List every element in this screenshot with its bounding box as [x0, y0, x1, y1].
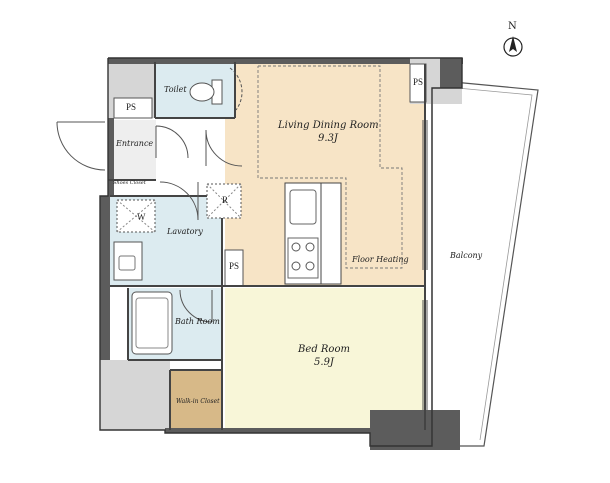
ldk-room-name: Living Dining Room: [278, 120, 379, 131]
bedroom-name: Bed Room: [298, 344, 350, 355]
bedroom-size: 5.9J: [314, 357, 334, 368]
column-bottom-right: [370, 410, 460, 450]
burner-icon: [291, 261, 301, 271]
floor-heating-label: Floor Heating: [352, 255, 409, 264]
wall-bottom-left: [100, 360, 170, 430]
bathtub-inner: [135, 297, 169, 349]
stove-icon: [287, 237, 319, 279]
ps-label-top-left: PS: [126, 102, 137, 112]
burner-icon: [305, 242, 315, 252]
bath-room-label: Bath Room: [175, 317, 220, 326]
floor-heating-zone: [257, 65, 403, 269]
lavatory-label: Lavatory: [167, 227, 203, 236]
toilet-bowl-icon: [189, 82, 215, 102]
bedroom-floor: [225, 288, 425, 430]
balcony-inner-rail: [435, 85, 533, 441]
outer-wall: [99, 57, 463, 447]
wall-left-mid: [108, 118, 114, 196]
ps-block-top-left: [113, 97, 153, 119]
burner-icon: [291, 242, 301, 252]
ps-label-mid: PS: [229, 261, 240, 271]
shoes-closet-label: Shoes Closet: [113, 180, 146, 186]
kitchen-wall: [320, 182, 342, 285]
entrance-label: Entrance: [116, 139, 154, 148]
compass: [503, 36, 523, 57]
balcony-area: [431, 79, 539, 447]
toilet-label: Toilet: [164, 85, 187, 94]
ldk-room-size: 9.3J: [318, 133, 338, 144]
burner-icon: [305, 261, 315, 271]
kitchen-sink-icon: [289, 189, 317, 225]
ps-label-top-right: PS: [413, 77, 424, 87]
entrance-floor: [108, 120, 156, 180]
walkin-floor: [170, 370, 222, 430]
fridge-label: R: [222, 195, 229, 205]
compass-needle-icon: [509, 36, 517, 52]
wall-left-lower: [100, 196, 110, 372]
column-top-right: [440, 58, 462, 88]
washer-label: W: [137, 212, 146, 222]
wall-bottom: [165, 428, 435, 433]
walkin-closet-label: Walk-in Closet: [176, 398, 220, 405]
compass-north-label: N: [508, 21, 517, 32]
basin-bowl-icon: [118, 255, 136, 271]
wall-top: [108, 58, 463, 64]
balcony-label: Balcony: [450, 251, 483, 260]
